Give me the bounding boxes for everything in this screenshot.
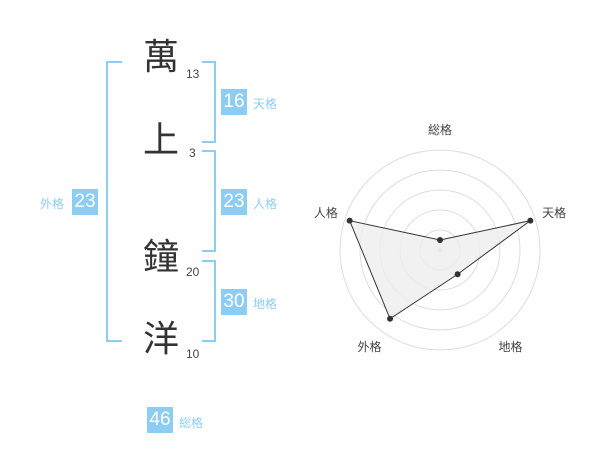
stroke-count-1: 13 — [186, 67, 200, 81]
chikaku-label: 地格 — [253, 297, 278, 311]
jinkaku-bracket — [202, 150, 216, 252]
radar-area — [348, 219, 531, 320]
name-char-3: 鐘 — [143, 237, 180, 278]
radar-ring — [359, 169, 521, 331]
gaikaku-label: 外格 — [40, 197, 65, 211]
radar-axis-label: 人格 — [314, 205, 338, 220]
name-char-1: 萬 — [143, 37, 180, 78]
jinkaku-label: 人格 — [253, 197, 278, 211]
chikaku-value: 30 — [221, 289, 247, 315]
radar-point — [387, 315, 394, 322]
radar-ring — [339, 149, 541, 351]
stroke-count-3: 20 — [186, 265, 200, 279]
radar-axis-label: 外格 — [357, 339, 381, 354]
soukaku-label: 総格 — [179, 416, 204, 430]
gaikaku-bracket — [106, 61, 122, 342]
radar-point — [454, 271, 461, 278]
radar-point — [346, 217, 353, 224]
chikaku-bracket — [202, 260, 216, 342]
gaikaku-value: 23 — [72, 189, 98, 215]
tenkaku-bracket — [202, 61, 216, 143]
radar-point — [437, 237, 443, 243]
radar-axis-label: 地格 — [499, 339, 523, 354]
tenkaku-label: 天格 — [253, 97, 278, 111]
stroke-count-4: 10 — [186, 347, 200, 361]
jinkaku-value: 23 — [221, 189, 247, 215]
radar-axis-label: 天格 — [542, 205, 566, 220]
name-char-2: 上 — [143, 120, 180, 161]
soukaku-value: 46 — [147, 407, 173, 433]
name-char-4: 洋 — [143, 319, 180, 360]
radar-axis-label: 総格 — [428, 122, 452, 137]
stroke-count-2: 3 — [189, 146, 196, 160]
tenkaku-value: 16 — [221, 89, 247, 115]
radar-point — [527, 217, 534, 224]
